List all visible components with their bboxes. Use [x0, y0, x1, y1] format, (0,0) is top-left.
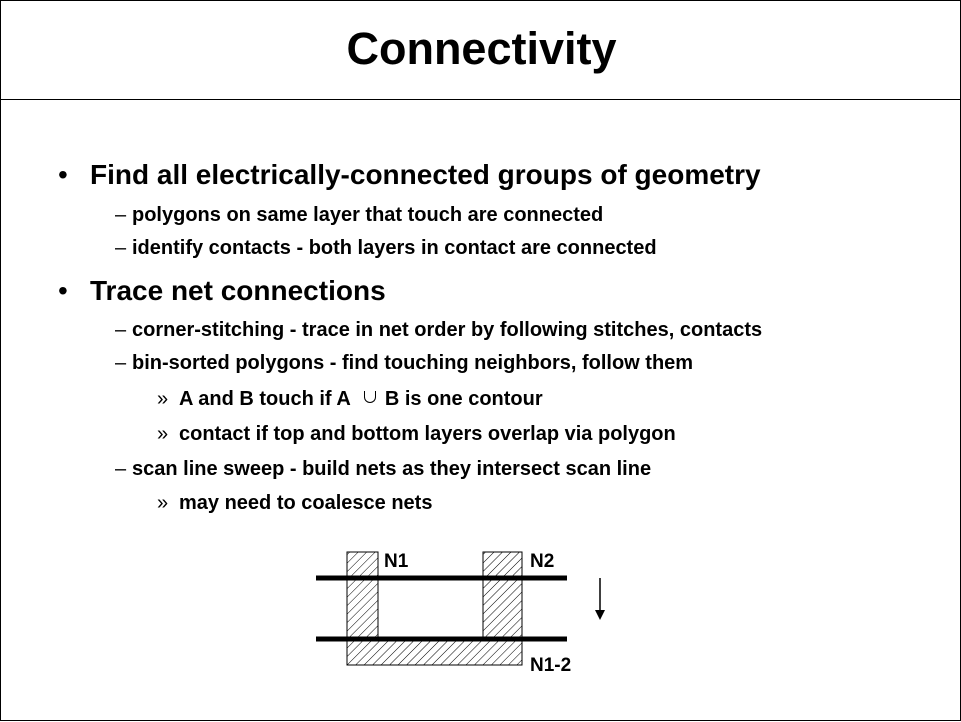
union-symbol-icon [351, 390, 385, 410]
dash-marker: – [115, 237, 127, 259]
sub-bullet-polygons: polygons on same layer that touch are co… [132, 204, 604, 226]
sub-bullet-contacts: identify contacts - both layers in conta… [132, 237, 657, 259]
sweep-direction-arrow-icon [595, 578, 605, 620]
bullet-trace-net: Trace net connections [90, 275, 386, 306]
touch-text-before: A and B touch if A [179, 388, 351, 410]
bullet-marker: • [58, 275, 68, 306]
touch-text-after: B is one contour [384, 388, 543, 410]
sub-bullet-corner-stitching: corner-stitching - trace in net order by… [132, 319, 763, 341]
bullet-marker: • [58, 159, 68, 190]
title-bar [1, 1, 960, 100]
sub-sub-bullet-coalesce: may need to coalesce nets [179, 492, 433, 514]
dash-marker: – [115, 458, 127, 480]
label-n1: N1 [384, 551, 409, 572]
dash-marker: – [115, 352, 127, 374]
dash-marker: – [115, 204, 127, 226]
slide-title: Connectivity [346, 23, 617, 74]
chevron-marker: » [157, 492, 169, 514]
sub-sub-bullet-touch: A and B touch if A B is one contour [179, 386, 543, 412]
sub-bullet-scan-line: scan line sweep - build nets as they int… [132, 458, 652, 480]
label-n2: N2 [530, 551, 555, 572]
chevron-marker: » [157, 388, 169, 410]
merged-polygon [346, 551, 523, 666]
dash-marker: – [115, 319, 127, 341]
sub-bullet-bin-sorted: bin-sorted polygons - find touching neig… [132, 352, 694, 374]
label-n1-2: N1-2 [530, 655, 572, 676]
bullet-find-groups: Find all electrically-connected groups o… [90, 159, 761, 190]
chevron-marker: » [157, 423, 169, 445]
sub-sub-bullet-contact-overlap: contact if top and bottom layers overlap… [179, 423, 676, 445]
